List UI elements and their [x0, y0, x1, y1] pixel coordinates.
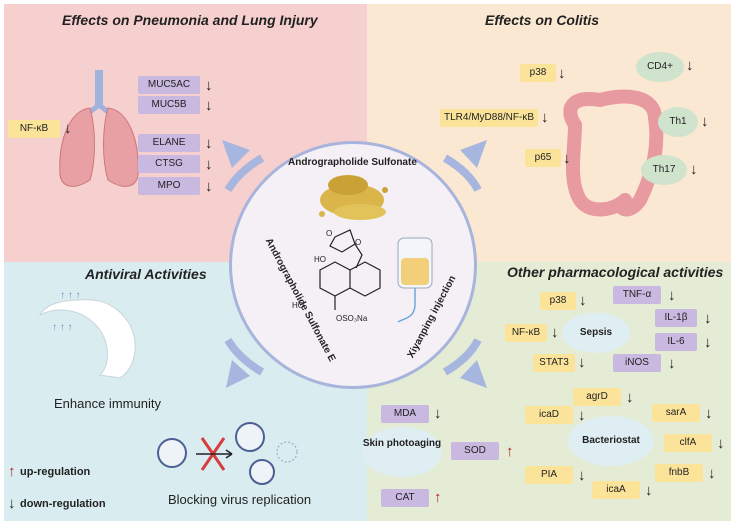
arm-icon: ↑ ↑ ↑ ↑ ↑ ↑ [38, 290, 136, 379]
sod-marker: SOD [451, 442, 499, 460]
antiviral-title: Antiviral Activities [85, 266, 207, 282]
elane-marker: ELANE [138, 134, 200, 152]
down-arrow-icon: ↓ [708, 465, 716, 482]
center-top-label: Andrographolide Sulfonate [288, 157, 417, 168]
p38-marker: p38 [520, 64, 556, 82]
clfa-marker: clfA [664, 434, 712, 452]
blocking-virus-label: Blocking virus replication [168, 492, 312, 507]
lungs-icon [59, 70, 139, 187]
cat-marker: CAT [381, 489, 429, 507]
cd4-cell: CD4+ [636, 52, 684, 82]
sulfonate-label: OSO₃Na [336, 314, 368, 323]
legend-up-label: up-regulation [20, 466, 91, 478]
colitis-title: Effects on Colitis [485, 12, 600, 28]
down-arrow-icon: ↓ [578, 467, 586, 484]
down-arrow-icon: ↓ [8, 495, 16, 512]
nfkb-marker: NF-κB [8, 120, 60, 138]
down-arrow-icon: ↓ [701, 113, 709, 130]
sepsis-stat3-marker: STAT3 [533, 354, 575, 372]
p65-marker: p65 [525, 149, 561, 167]
agrd-marker: agrD [573, 388, 621, 406]
down-arrow-icon: ↓ [205, 156, 213, 173]
icaa-marker: icaA [592, 481, 640, 499]
ring-oxygen-label: O [326, 229, 333, 238]
down-arrow-icon: ↓ [704, 334, 712, 351]
down-arrow-icon: ↓ [668, 287, 676, 304]
down-arrow-icon: ↓ [686, 57, 694, 74]
down-arrow-icon: ↓ [579, 292, 587, 309]
carbonyl-label: O [355, 238, 362, 247]
sepsis-nfkb-marker: NF-κB [505, 324, 547, 342]
pneumonia-title: Effects on Pneumonia and Lung Injury [62, 12, 318, 28]
down-arrow-icon: ↓ [64, 120, 72, 137]
legend-down-label: down-regulation [20, 498, 106, 510]
flow-arrows [222, 140, 487, 388]
other-activities-title: Other pharmacological activities [507, 264, 724, 280]
down-arrow-icon: ↓ [434, 405, 442, 422]
virus-icons [157, 422, 298, 485]
iv-bag-icon [397, 237, 433, 323]
th17-cell: Th17 [641, 155, 687, 185]
pia-marker: PIA [525, 466, 573, 484]
fnbb-marker: fnbB [655, 464, 703, 482]
svg-text:↑ ↑ ↑: ↑ ↑ ↑ [52, 322, 73, 333]
molecule-structure [319, 229, 381, 310]
down-arrow-icon: ↓ [626, 389, 634, 406]
down-arrow-icon: ↓ [717, 435, 725, 452]
tlr4-pathway-marker: TLR4/MyD88/NF-κB [440, 109, 538, 127]
hydroxyl-label-2: HO [292, 301, 304, 310]
sara-marker: sarA [652, 404, 700, 422]
down-arrow-icon: ↓ [205, 178, 213, 195]
down-arrow-icon: ↓ [578, 354, 586, 371]
inos-marker: iNOS [613, 354, 661, 372]
ctsg-marker: CTSG [138, 155, 200, 173]
down-arrow-icon: ↓ [645, 482, 653, 499]
il1b-marker: IL-1β [655, 309, 697, 327]
th1-cell: Th1 [658, 107, 698, 137]
up-arrow-icon: ↑ [506, 443, 514, 460]
down-arrow-icon: ↓ [205, 97, 213, 114]
up-arrow-icon: ↑ [8, 463, 16, 480]
il6-marker: IL-6 [655, 333, 697, 351]
down-arrow-icon: ↓ [205, 135, 213, 152]
down-arrow-icon: ↓ [690, 161, 698, 178]
down-arrow-icon: ↓ [705, 405, 713, 422]
skin-photoaging-node: Skin photoaging [362, 427, 442, 477]
hydroxyl-label-1: HO [314, 255, 326, 264]
down-arrow-icon: ↓ [541, 109, 549, 126]
tnf-alpha-marker: TNF-α [613, 286, 661, 304]
down-arrow-icon: ↓ [563, 150, 571, 167]
muc5ac-marker: MUC5AC [138, 76, 200, 94]
sepsis-p38-marker: p38 [540, 292, 576, 310]
mda-marker: MDA [381, 405, 429, 423]
down-arrow-icon: ↓ [205, 77, 213, 94]
sepsis-node: Sepsis [562, 313, 630, 353]
icad-marker: icaD [525, 406, 573, 424]
mpo-marker: MPO [138, 177, 200, 195]
down-arrow-icon: ↓ [558, 65, 566, 82]
bacteriostat-node: Bacteriostat [568, 416, 654, 466]
down-arrow-icon: ↓ [704, 310, 712, 327]
up-arrow-icon: ↑ [434, 489, 442, 506]
enhance-immunity-label: Enhance immunity [54, 396, 161, 411]
down-arrow-icon: ↓ [668, 355, 676, 372]
down-arrow-icon: ↓ [551, 324, 559, 341]
muc5b-marker: MUC5B [138, 96, 200, 114]
powder-icon [319, 175, 388, 220]
svg-text:↑ ↑ ↑: ↑ ↑ ↑ [60, 290, 81, 301]
down-arrow-icon: ↓ [578, 407, 586, 424]
